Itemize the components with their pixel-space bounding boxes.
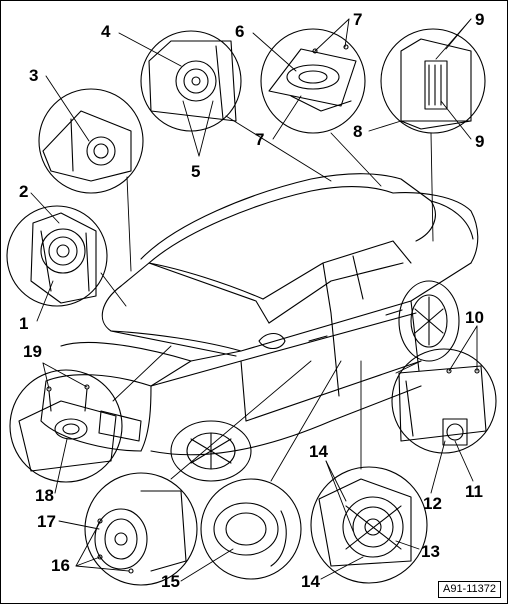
tweeter-detail — [42, 110, 132, 182]
detail-trunk-amplifier — [380, 28, 486, 134]
callout-14-bottom: 14 — [301, 572, 320, 591]
callout-7-top: 7 — [353, 10, 362, 29]
front-woofer-detail — [94, 490, 187, 574]
callout-1: 1 — [19, 314, 28, 333]
callout-7-bottom: 7 — [255, 130, 264, 149]
callout-4: 4 — [101, 22, 111, 41]
rear-woofer-detail — [318, 478, 412, 567]
car-body-outline — [40, 173, 479, 482]
door-speaker-detail — [30, 212, 97, 304]
callout-labels: 1 2 3 4 5 6 7 7 8 9 9 10 11 12 13 14 14 … — [19, 10, 484, 591]
callout-11: 11 — [465, 482, 483, 501]
detail-rear-door-woofer — [310, 466, 428, 584]
detail-center-speaker — [9, 369, 123, 483]
detail-front-door-speaker — [6, 205, 108, 307]
detail-mirror-tweeter — [38, 88, 144, 194]
callout-8: 8 — [353, 122, 362, 141]
figure-reference-code: A91-11372 — [437, 581, 501, 598]
callout-19: 19 — [23, 342, 42, 361]
door-cap-detail — [213, 502, 287, 567]
dash-speaker-detail — [148, 40, 237, 122]
callout-17: 17 — [37, 512, 56, 531]
callout-9-top: 9 — [475, 10, 484, 29]
callout-2: 2 — [19, 182, 28, 201]
center-speaker-detail — [18, 384, 117, 472]
callout-5: 5 — [191, 162, 200, 181]
detail-dash-speaker — [140, 30, 242, 132]
detail-front-door-woofer — [84, 472, 198, 586]
connector-lines — [100, 115, 434, 482]
callout-9-bottom: 9 — [475, 132, 484, 151]
amplifier-detail — [400, 38, 472, 130]
callout-14-top: 14 — [309, 442, 328, 461]
leader-lines — [30, 18, 478, 582]
callout-3: 3 — [29, 66, 38, 85]
callout-15: 15 — [161, 572, 180, 591]
detail-door-cap — [200, 478, 302, 580]
callout-16: 16 — [51, 556, 70, 575]
rear-door-detail — [398, 365, 487, 446]
callout-6: 6 — [235, 22, 244, 41]
callout-10: 10 — [465, 308, 484, 327]
detail-rear-shelf — [260, 28, 366, 134]
rear-shelf-detail — [268, 44, 357, 112]
callout-13: 13 — [421, 542, 440, 561]
detail-rear-door-panel — [391, 348, 497, 454]
callout-12: 12 — [423, 494, 442, 513]
callout-18: 18 — [35, 486, 54, 505]
